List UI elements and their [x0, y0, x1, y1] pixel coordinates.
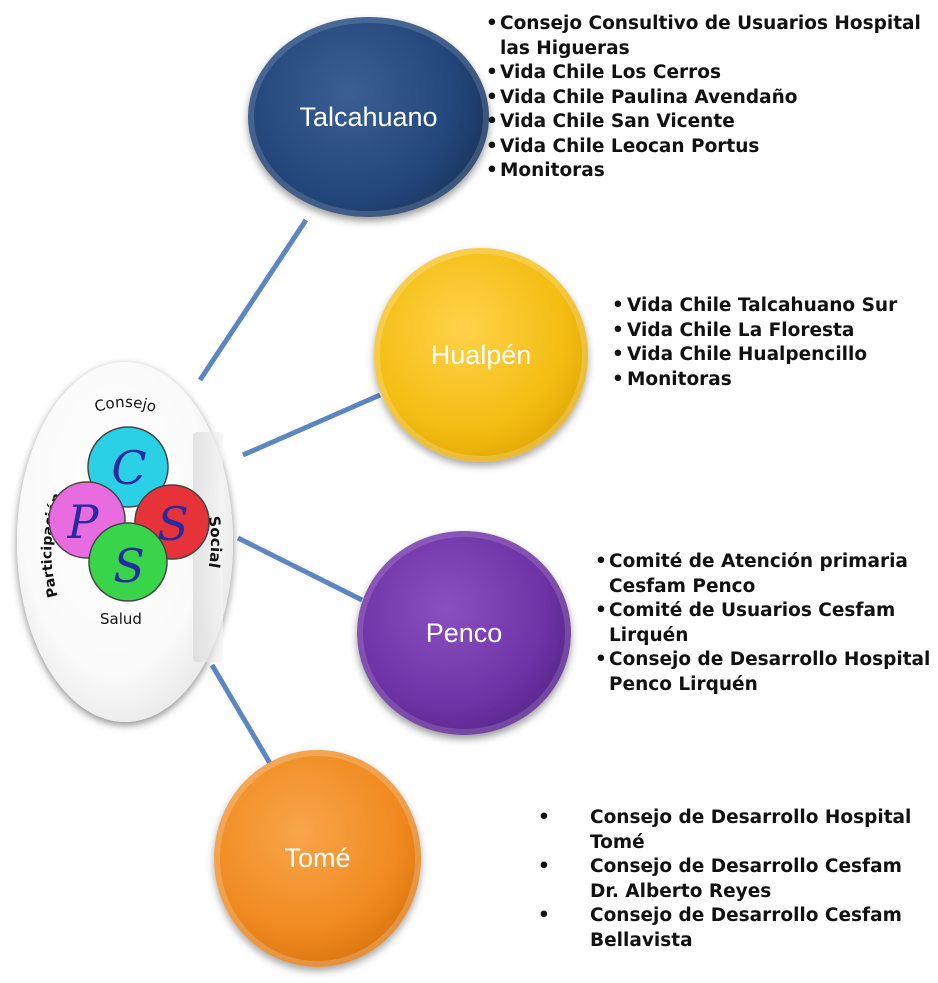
list-talcahuano: •Consejo Consultivo de Usuarios Hospital… — [486, 12, 936, 184]
node-talcahuano: Talcahuano — [248, 17, 489, 217]
logo-letter-p: P — [67, 495, 100, 549]
connector-tome — [209, 663, 274, 767]
logo-circle-cyan — [87, 426, 169, 508]
logo-letter-s-green: S — [113, 539, 145, 593]
list-item: •Vida Chile Paulina Avendaño — [486, 86, 936, 111]
list-item-text: Vida Chile Hualpencillo — [627, 344, 868, 365]
bullet-icon: • — [612, 344, 624, 365]
logo-letter-c: C — [111, 441, 146, 495]
bullet-icon: • — [612, 368, 624, 390]
bullet-icon: • — [486, 111, 498, 132]
list-item: •Vida Chile Leocan Portus — [486, 135, 936, 160]
list-item-text: Monitoras — [627, 368, 732, 390]
node-hualpen: Hualpén — [374, 248, 588, 462]
node-tome: Tomé — [214, 750, 421, 967]
list-item-text: Comité de Usuarios Cesfam Lirquén — [609, 600, 896, 646]
list-item-text: Consejo de Desarrollo Cesfam Bellavista — [590, 905, 902, 951]
node-label-hualpen: Hualpén — [430, 339, 532, 370]
list-item: •Vida Chile Los Cerros — [486, 61, 936, 86]
list-item-text: Vida Chile San Vicente — [500, 111, 735, 132]
bullet-icon: • — [538, 807, 550, 828]
bullet-icon: • — [486, 86, 498, 108]
bullet-icon: • — [538, 905, 550, 926]
list-item: •Comité de Usuarios Cesfam Lirquén — [595, 599, 935, 648]
connector-penco — [236, 535, 364, 603]
list-item-text: Vida Chile Paulina Avendaño — [500, 86, 798, 108]
connector-hualpen — [241, 392, 382, 458]
central-hub: Consejo Participación Social C P S S Sal… — [17, 362, 233, 722]
bullet-icon: • — [538, 856, 550, 877]
list-item: •Vida Chile Hualpencillo — [612, 343, 936, 368]
logo-circle-green — [88, 522, 168, 602]
list-item: •Monitoras — [486, 159, 936, 184]
list-item-text: Consejo de Desarrollo Hospital Penco Lir… — [609, 649, 931, 695]
list-item-text: Vida Chile Los Cerros — [500, 62, 721, 83]
node-label-talcahuano: Talcahuano — [299, 101, 438, 132]
bullet-icon: • — [486, 160, 498, 181]
list-item: •Consejo Consultivo de Usuarios Hospital… — [486, 12, 936, 61]
list-item-text: Consejo Consultivo de Usuarios Hospital … — [500, 13, 921, 59]
list-item-text: Monitoras — [500, 160, 605, 181]
list-item: •Consejo de Desarrollo Hospital Penco Li… — [595, 648, 935, 697]
logo-word-consejo: Consejo — [92, 393, 158, 416]
bullet-icon: • — [486, 135, 498, 157]
list-item: •Vida Chile Talcahuano Sur — [612, 294, 936, 319]
bullet-icon: • — [486, 62, 498, 83]
logo-word-social: Social — [205, 515, 225, 570]
list-item: • Consejo de Desarrollo Cesfam Dr. Albert… — [538, 855, 918, 904]
list-item-text: Consejo de Desarrollo Cesfam Dr. Alberto… — [590, 856, 902, 902]
logo-word-salud: Salud — [100, 610, 142, 628]
logo-letter-s-red: S — [157, 497, 189, 551]
bullet-icon: • — [612, 295, 624, 316]
bullet-icon: • — [486, 13, 498, 34]
list-item-text: Comité de Atención primaria Cesfam Penco — [609, 551, 908, 597]
node-penco: Penco — [357, 531, 571, 735]
bullet-icon: • — [612, 319, 624, 341]
cps-logo: Consejo Participación Social C P S S Sal… — [39, 393, 225, 628]
list-penco: •Comité de Atención primaria Cesfam Penc… — [595, 550, 935, 697]
list-item: •Vida Chile La Floresta — [612, 319, 936, 344]
list-item-text: Vida Chile La Floresta — [627, 319, 855, 341]
list-item: • Consejo de Desarrollo Cesfam Bellavista — [538, 904, 918, 953]
list-hualpen: •Vida Chile Talcahuano Sur •Vida Chile L… — [612, 294, 936, 392]
list-item: • Consejo de Desarrollo Hospital Tomé — [538, 806, 918, 855]
bullet-icon: • — [595, 649, 607, 670]
connector-talcahuano — [197, 218, 309, 382]
bullet-icon: • — [595, 551, 607, 572]
list-tome: • Consejo de Desarrollo Hospital Tomé • Co… — [538, 806, 918, 953]
list-item: •Comité de Atención primaria Cesfam Penc… — [595, 550, 935, 599]
list-item-text: Vida Chile Talcahuano Sur — [627, 295, 898, 316]
node-label-tome: Tomé — [284, 843, 351, 873]
bullet-icon: • — [595, 600, 607, 621]
node-label-penco: Penco — [425, 617, 503, 648]
list-item: •Monitoras — [612, 368, 936, 393]
list-item-text: Vida Chile Leocan Portus — [500, 135, 760, 157]
list-item-text: Consejo de Desarrollo Hospital Tomé — [590, 807, 912, 853]
list-item: •Vida Chile San Vicente — [486, 110, 936, 135]
